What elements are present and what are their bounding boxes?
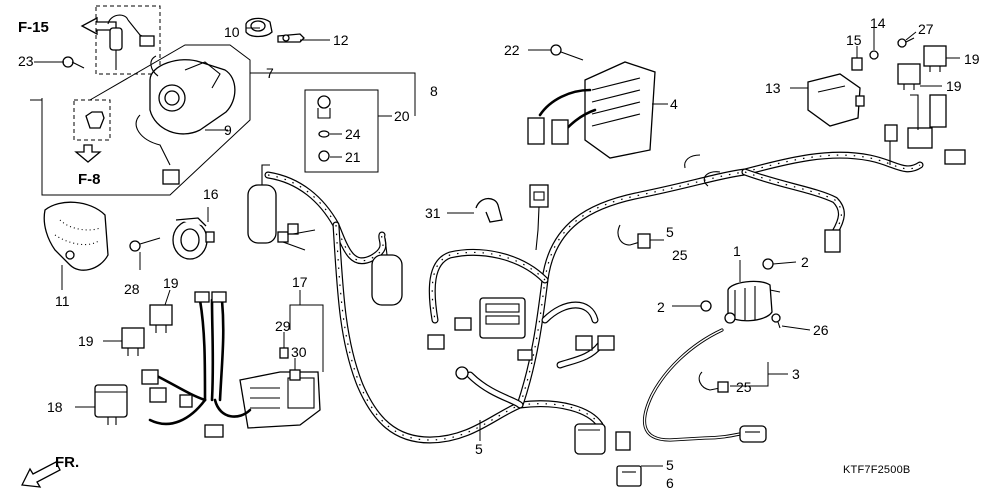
callout-20: 20 [394,108,410,124]
callout-box-20 [304,89,379,173]
callout-7: 7 [266,65,274,81]
svg-text:F-8: F-8 [78,171,101,188]
callout-17: 17 [292,274,308,290]
key-12 [277,33,305,43]
svg-text:FR.: FR. [55,454,79,471]
callout-15: 15 [846,32,862,48]
front-direction-arrow: FR. [21,454,79,488]
callout-29: 29 [275,318,291,334]
clip-2-a [762,258,774,270]
relay-19-c [923,45,947,72]
bolt-28 [129,237,161,252]
callout-18: 18 [47,399,63,415]
f15-reference: F-15 [18,16,117,36]
callout-16: 16 [203,186,219,202]
callout-27: 27 [918,21,934,37]
diagram-code: KTF7F2500B [843,464,910,476]
fuse-30 [289,369,301,381]
bolt-22 [550,44,584,61]
callout-10: 10 [224,24,240,40]
callout-8: 8 [430,83,438,99]
part-6 [616,465,642,487]
callout-25-b: 25 [736,379,752,395]
callout-5-a: 5 [666,224,674,240]
regulator-4 [527,61,656,159]
callout-1: 1 [733,243,741,259]
horn-16 [172,217,215,260]
part-11-cover [43,201,109,271]
fuse-box-17 [239,371,321,429]
callout-23: 23 [18,53,34,69]
callout-19-b: 19 [163,275,179,291]
svg-text:F-15: F-15 [18,19,49,36]
callout-9: 9 [224,122,232,138]
relay-19-b [149,304,173,333]
clamp-31 [475,197,503,223]
part-25-b [698,371,729,393]
fuse-29 [279,347,289,359]
callout-2-b: 2 [657,299,665,315]
callout-5-c: 5 [666,457,674,473]
leader-lines [34,27,960,467]
callout-30: 30 [291,344,307,360]
callout-24: 24 [345,126,361,142]
callout-25-a: 25 [672,247,688,263]
sub-harness-left [141,291,252,438]
f8-reference: F-8 [74,144,102,188]
bolt-26 [771,313,781,329]
bolt-27 [897,37,915,48]
unit-18 [94,384,128,425]
callout-5-b: 5 [475,441,483,457]
callout-19-a: 19 [78,333,94,349]
harness-connectors [247,94,966,455]
plug-cable-3 [643,328,767,443]
relay-19-d [897,63,921,90]
callout-31: 31 [425,205,441,221]
callout-3: 3 [792,366,800,382]
bolt-23 [62,56,85,69]
part-10 [245,17,273,38]
ignition-switch-outline [30,44,251,196]
ignition-switch [135,55,236,185]
callout-22: 22 [504,42,520,58]
callout-6: 6 [666,475,674,491]
wire-harness [264,151,924,444]
part-15 [851,57,863,71]
sensor-inset-top [95,5,161,75]
relay-19-a [121,327,145,356]
callout-19-d: 19 [946,78,962,94]
callout-28: 28 [124,281,140,297]
callout-4: 4 [670,96,678,112]
callout-26: 26 [813,322,829,338]
callout-19-c: 19 [964,51,980,67]
callout-13: 13 [765,80,781,96]
callout-labels: 23 10 12 7 8 20 24 21 9 16 11 28 19 19 1… [18,15,980,491]
ignition-coil-1 [724,280,781,324]
callout-14: 14 [870,15,886,31]
callout-2-a: 2 [801,254,809,270]
callout-11: 11 [55,293,70,309]
callout-21: 21 [345,149,361,165]
part-14 [869,50,879,60]
clip-2-b [700,300,712,312]
unit-13 [807,73,865,127]
callout-12: 12 [333,32,349,48]
